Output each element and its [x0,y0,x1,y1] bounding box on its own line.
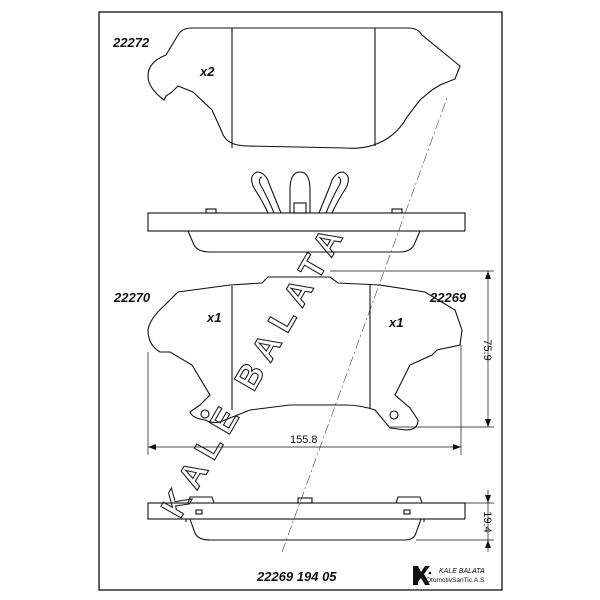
thickness-dimension-line [416,490,494,552]
watermark-text: KALE BALATA [154,214,355,524]
watermark-axis [281,97,448,553]
brand-name: KALE BALATA [439,568,485,575]
width-dimension-line [147,345,462,455]
top-brake-pad [147,27,461,149]
top-side-view [147,208,466,253]
thickness-dimension: 19.4 [481,511,493,532]
spring-clip [251,171,349,214]
right-quantity: x1 [388,315,403,330]
main-brake-pad [147,276,463,431]
height-dimension: 75.9 [481,339,493,360]
brand-logo-icon [413,566,432,585]
brand-company: OtomotivSanTic.A.S [426,577,485,584]
bottom-side-view [147,496,466,541]
right-part-code: 22269 [429,290,467,305]
sheet-frame [98,11,503,591]
left-part-code: 22270 [113,290,151,305]
width-dimension: 155.8 [290,434,318,446]
top-quantity: x2 [199,64,215,79]
height-dimension-line [330,270,494,428]
footer-part-number: 22269 194 05 [256,569,337,584]
top-part-code: 22272 [112,35,150,50]
left-quantity: x1 [206,310,221,325]
